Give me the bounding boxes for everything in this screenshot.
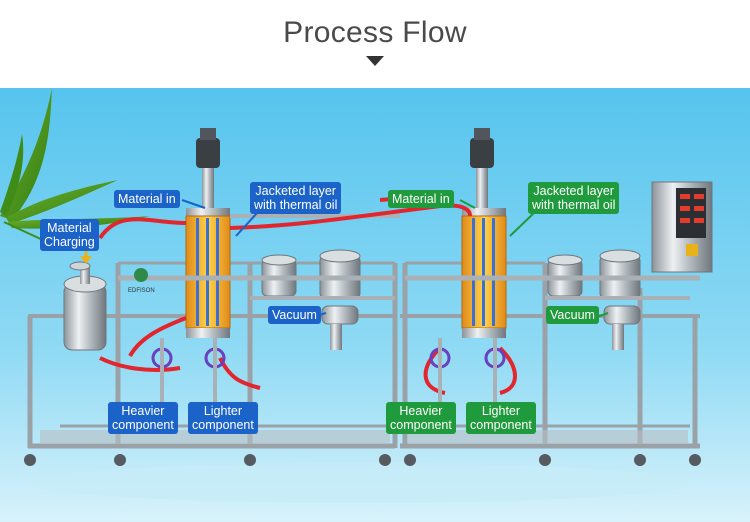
- right-condensers: [547, 249, 641, 350]
- right-lighter-component-label: Lighter component: [466, 402, 536, 434]
- process-diagram: EDFISON Material in Material Charging Ja…: [0, 88, 750, 522]
- sky-background: [0, 88, 750, 522]
- caster-wheels: [24, 454, 701, 466]
- right-material-in-label: Material in: [388, 190, 454, 208]
- svg-text:EDFISON: EDFISON: [128, 288, 155, 294]
- feed-tank: [63, 261, 107, 351]
- equipment-illustration: EDFISON: [0, 88, 750, 522]
- left-material-in-label: Material in: [114, 190, 180, 208]
- page-title: Process Flow: [283, 16, 467, 49]
- right-evaporator: [461, 128, 507, 338]
- left-evaporator: [185, 128, 231, 338]
- header: Process Flow: [0, 0, 750, 88]
- left-jacketed-layer-label: Jacketed layer with thermal oil: [250, 182, 342, 214]
- brand-badge: EDFISON: [128, 268, 155, 294]
- left-lighter-component-label: Lighter component: [188, 402, 258, 434]
- manifold-pipes: [118, 214, 700, 300]
- material-charging-label: Material Charging: [40, 219, 99, 251]
- down-arrow-icon: [366, 56, 384, 66]
- outlet-pipes: [160, 338, 497, 408]
- right-jacketed-layer-label: Jacketed layer with thermal oil: [528, 182, 620, 214]
- left-heavier-component-label: Heavier component: [108, 402, 178, 434]
- left-vacuum-label: Vacuum: [268, 306, 321, 324]
- floor-shadow: [30, 463, 690, 503]
- charging-arrowhead-icon: [80, 256, 92, 264]
- control-cabinet: [651, 181, 713, 273]
- right-vacuum-label: Vacuum: [546, 306, 599, 324]
- right-heavier-component-label: Heavier component: [386, 402, 456, 434]
